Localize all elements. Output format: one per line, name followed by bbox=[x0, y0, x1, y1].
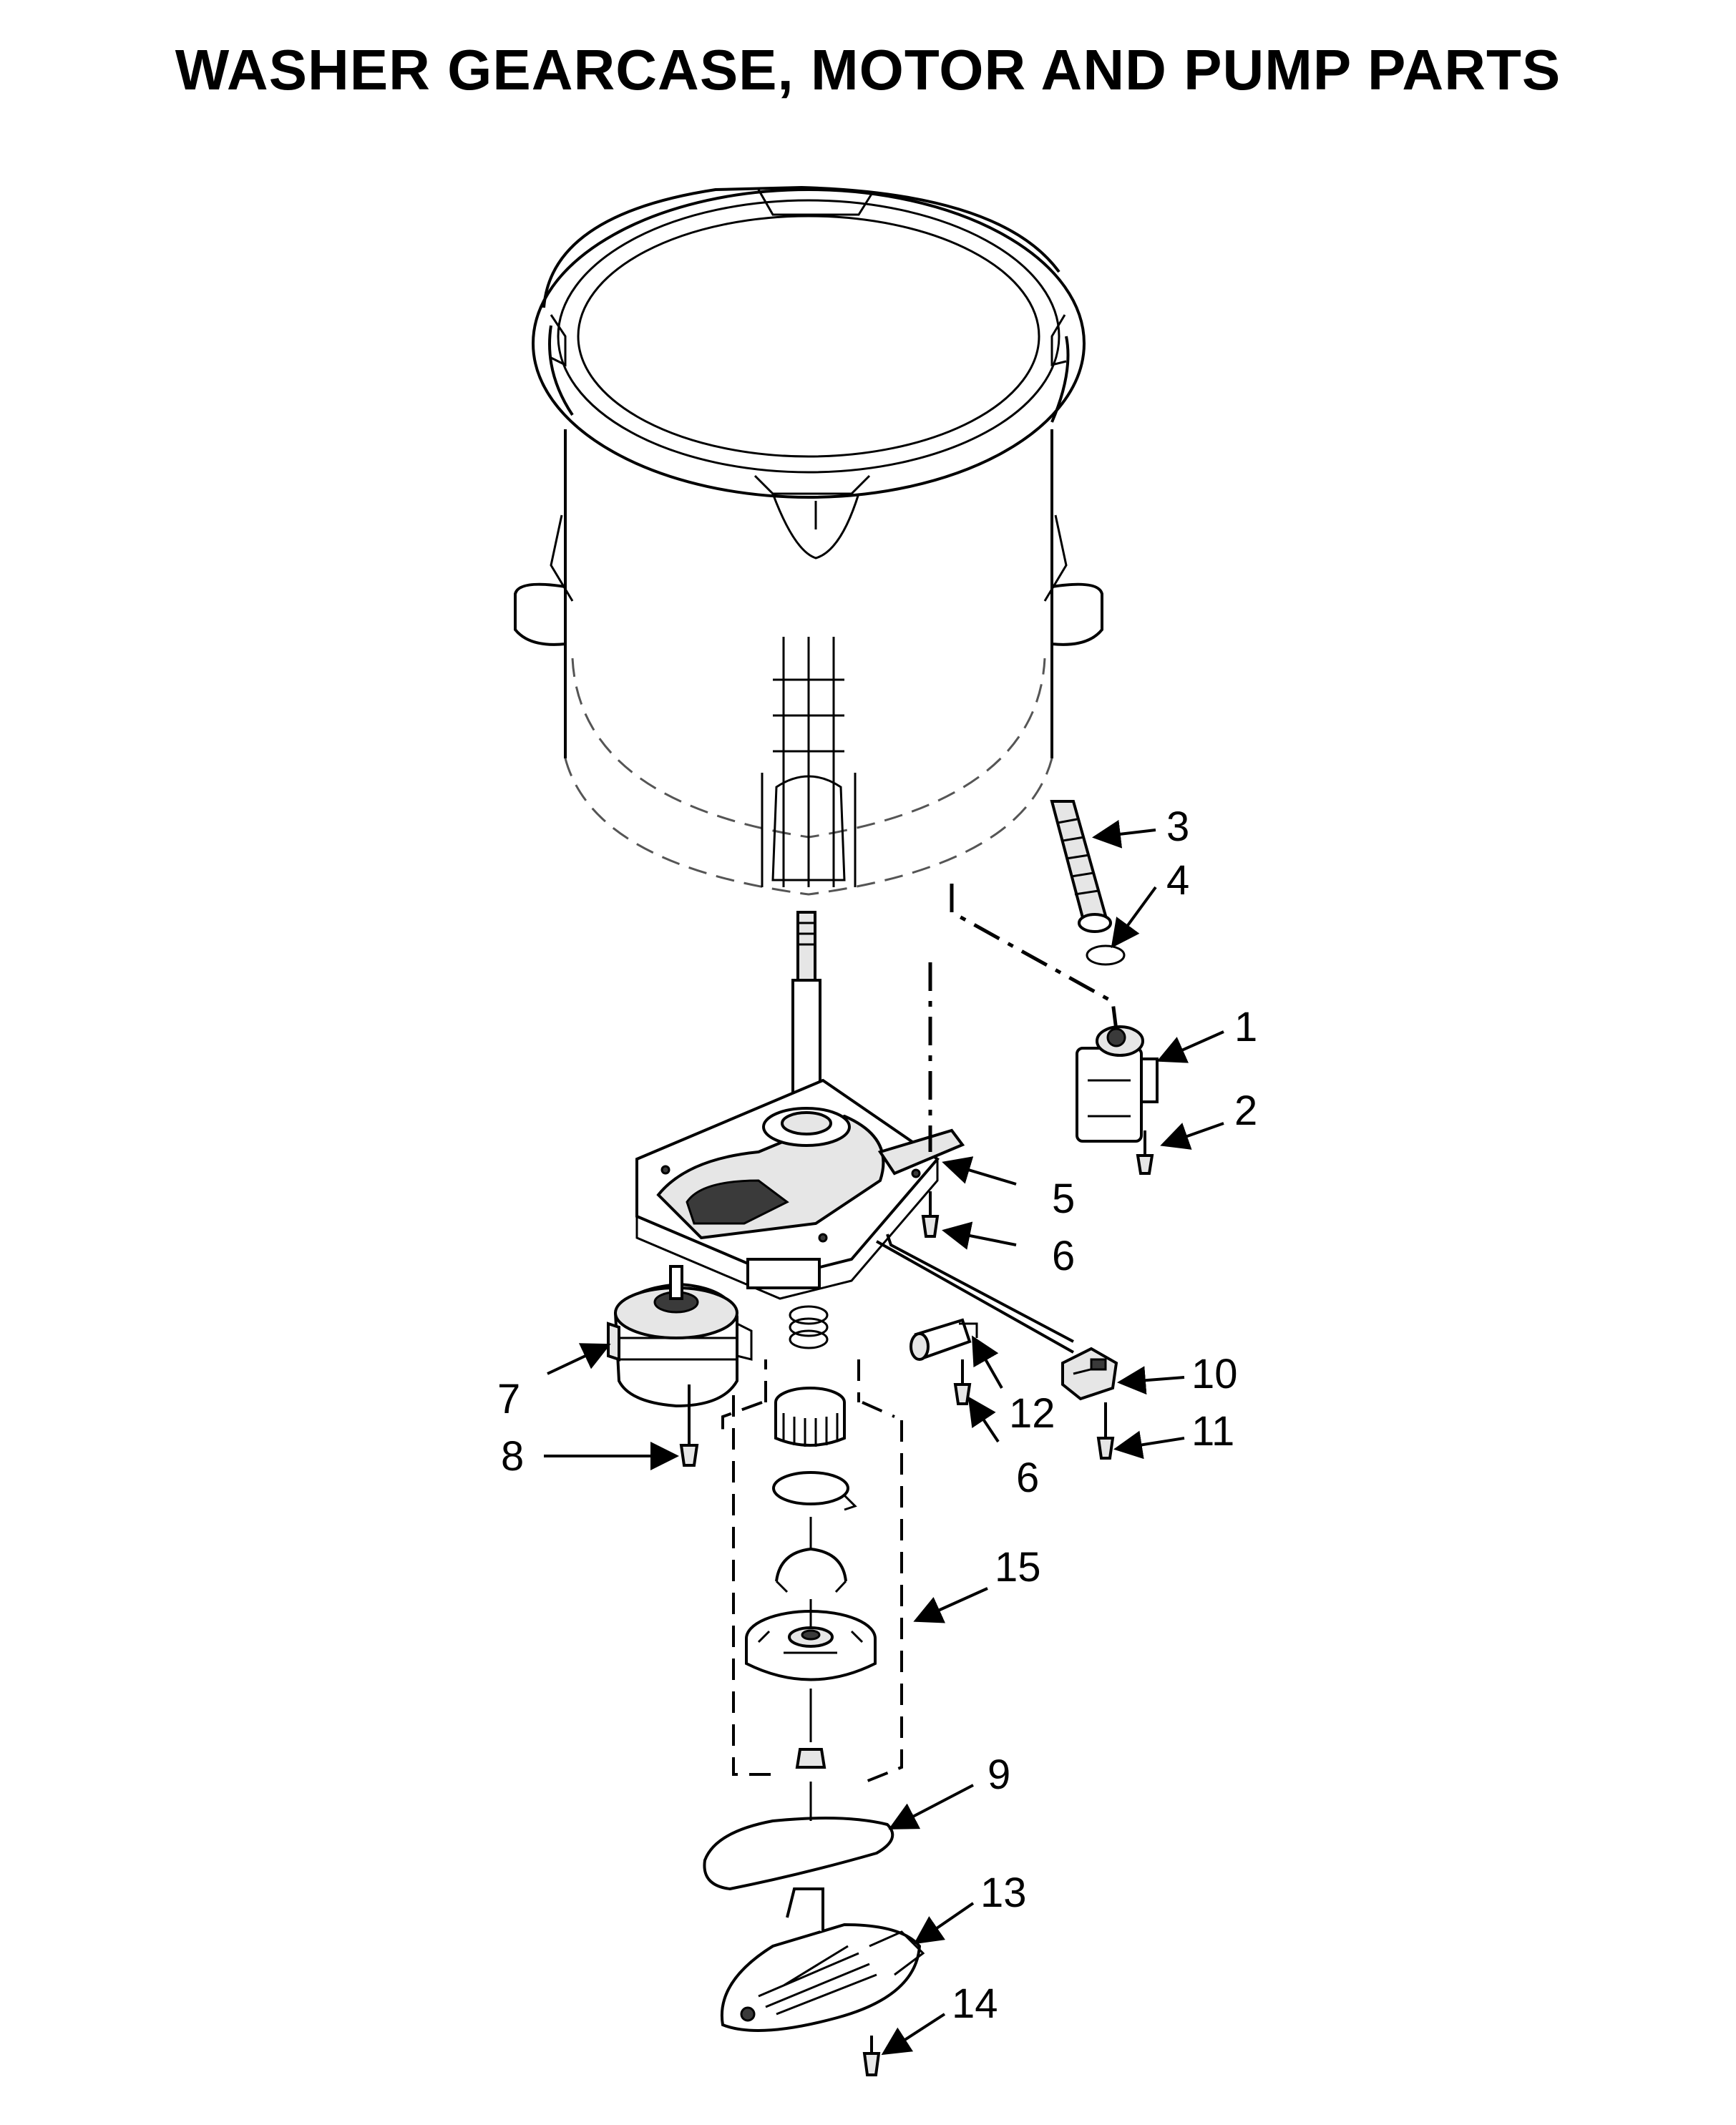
pump-hose bbox=[1050, 800, 1112, 933]
callout-12: 12 bbox=[1009, 1390, 1055, 1437]
drive-pulley bbox=[745, 1599, 877, 1681]
callout-6b: 6 bbox=[1016, 1455, 1039, 1501]
base-splash-guard bbox=[720, 1887, 925, 2032]
drive-belt bbox=[703, 1782, 894, 1891]
callout-leaders bbox=[544, 819, 1224, 2056]
callout-6a: 6 bbox=[1052, 1233, 1075, 1279]
brake-band bbox=[775, 1517, 847, 1593]
clutch-hub bbox=[774, 1387, 846, 1447]
clutch-spring bbox=[789, 1305, 829, 1349]
drain-pump bbox=[1076, 1025, 1159, 1143]
page-title: WASHER GEARCASE, MOTOR AND PUMP PARTS bbox=[175, 38, 1561, 102]
plate-screw bbox=[921, 1191, 940, 1238]
outer-tub bbox=[514, 185, 1103, 896]
callout-9: 9 bbox=[988, 1752, 1010, 1798]
clutch-kit-group bbox=[721, 1305, 903, 1783]
callout-3: 3 bbox=[1166, 803, 1189, 850]
callout-2: 2 bbox=[1234, 1088, 1257, 1134]
callout-8: 8 bbox=[501, 1433, 524, 1480]
motor-bolt bbox=[679, 1384, 699, 1467]
clutch-ring bbox=[772, 1471, 857, 1511]
callout-14: 14 bbox=[952, 1980, 998, 2027]
base-screw bbox=[862, 2036, 881, 2076]
callout-13: 13 bbox=[980, 1870, 1027, 1916]
pump-screw bbox=[1136, 1130, 1154, 1175]
callout-5: 5 bbox=[1052, 1176, 1075, 1222]
hose-clamp bbox=[1086, 944, 1126, 966]
shift-actuator bbox=[1061, 1347, 1118, 1401]
callout-1: 1 bbox=[1234, 1004, 1257, 1050]
callout-11: 11 bbox=[1191, 1408, 1234, 1455]
callout-numbers: 1 2 3 4 5 6 6 7 8 9 10 11 12 13 14 15 bbox=[497, 803, 1257, 2027]
capacitor-screw bbox=[953, 1359, 972, 1405]
callout-7: 7 bbox=[497, 1376, 520, 1422]
drive-motor bbox=[607, 1265, 753, 1408]
motor-capacitor bbox=[910, 1318, 978, 1361]
actuator-screw bbox=[1096, 1402, 1115, 1460]
tub-center-column bbox=[761, 637, 857, 887]
callout-15: 15 bbox=[995, 1544, 1041, 1591]
callout-4: 4 bbox=[1166, 857, 1189, 904]
pulley-nut bbox=[795, 1689, 826, 1769]
callout-10: 10 bbox=[1191, 1351, 1238, 1397]
gearcase-plate bbox=[635, 1078, 965, 1300]
